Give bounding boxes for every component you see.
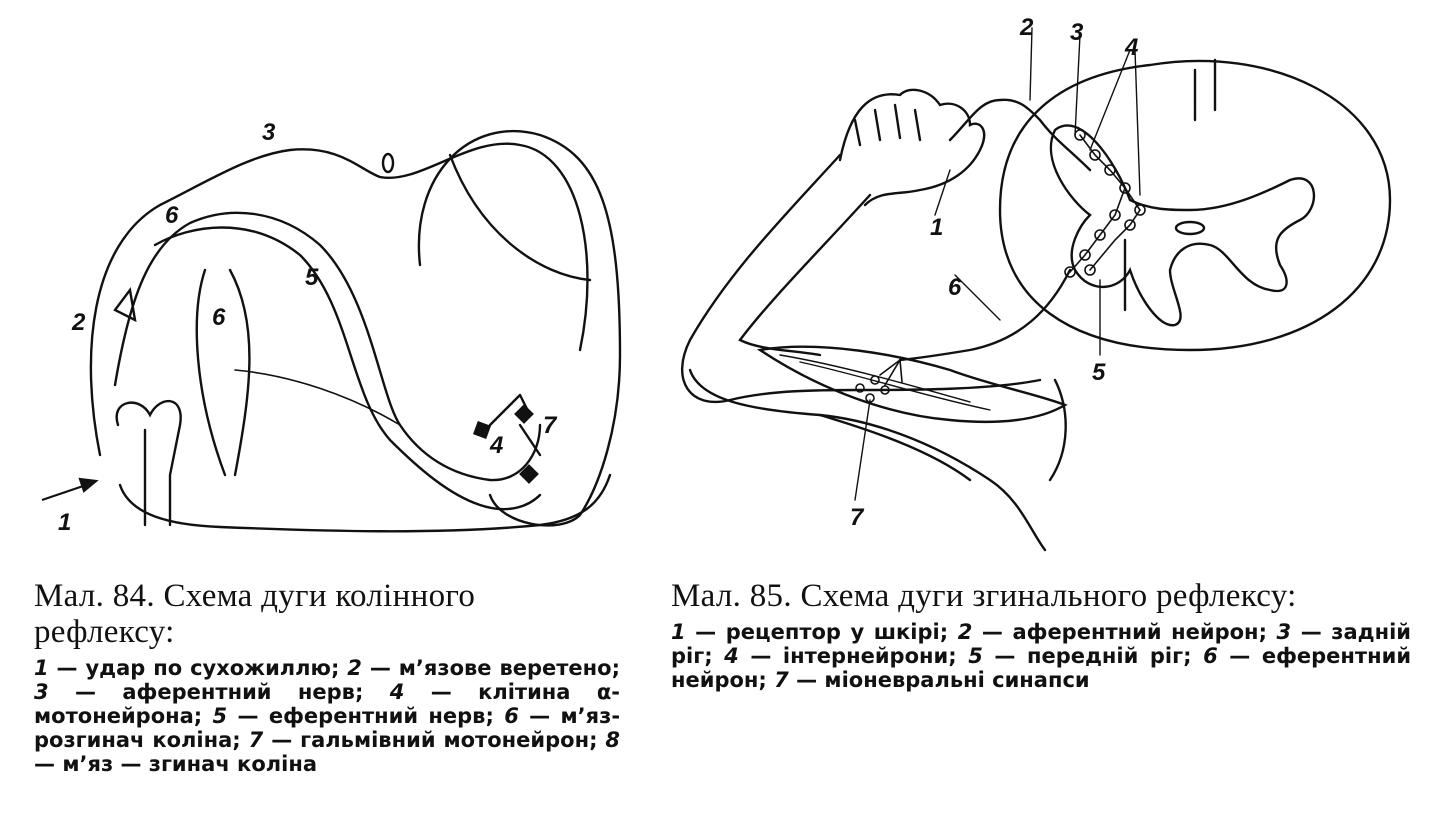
upper-arm-contour xyxy=(688,368,1047,552)
interneurons-4 xyxy=(1064,129,1146,278)
fig84-caption-title: Мал. 84. Схема дуги колінного рефлексу: xyxy=(34,578,620,650)
leg-lower-contour xyxy=(118,473,612,533)
legend-text: задній ріг; xyxy=(671,620,1412,668)
fig85-caption-prefix: Мал. 85. xyxy=(671,578,792,614)
extensor-muscle-6 xyxy=(195,268,251,477)
knee-reflex-diagram: 1 2 3 4 5 6 6 7 xyxy=(20,95,640,565)
fig84-label-6-muscle: 6 xyxy=(212,304,226,331)
legend-num: 2 xyxy=(347,656,362,680)
fig84-label-2: 2 xyxy=(71,309,86,336)
legend-text: аферентний нерв; xyxy=(122,680,364,704)
fig84-label-1: 1 xyxy=(58,509,71,536)
inhibitory-motoneuron-7a xyxy=(514,404,534,424)
legend-num: 2 xyxy=(957,620,973,644)
legend-text: передній ріг; xyxy=(1026,644,1192,668)
legend-num: 7 xyxy=(774,668,789,692)
legend-text: аферентний нейрон; xyxy=(1012,620,1267,644)
biceps-muscle xyxy=(756,345,1068,424)
legend-num: 6 xyxy=(1203,644,1218,668)
hand-contour xyxy=(838,88,986,207)
legend-text: м’яз — згинач коліна xyxy=(62,752,317,776)
fig85-caption: Мал. 85. Схема дуги згинального рефлексу… xyxy=(671,578,1411,692)
fig85-label-3: 3 xyxy=(1070,19,1084,46)
legend-text: еферентний нейрон; xyxy=(671,644,1412,692)
muscle-spindle-2 xyxy=(113,287,137,323)
fig84-label-5: 5 xyxy=(305,264,319,291)
fig84-caption: Мал. 84. Схема дуги колінного рефлексу: … xyxy=(34,578,620,776)
legend-num: 6 xyxy=(504,704,519,728)
knee-joint xyxy=(115,399,182,527)
flexion-reflex-diagram: 1 2 3 4 5 6 7 xyxy=(670,10,1420,560)
leg-inner-contour xyxy=(113,211,542,482)
legend-text: клітина α-мотонейрона; xyxy=(34,680,620,728)
legend-num: 4 xyxy=(724,644,739,668)
legend-text: гальмівний мотонейрон; xyxy=(300,728,598,752)
myoneural-synapses-7 xyxy=(855,375,890,403)
legend-num: 3 xyxy=(34,680,49,704)
fig85-caption-title: Мал. 85. Схема дуги згинального рефлексу… xyxy=(671,578,1411,614)
afferent-nerve-3 xyxy=(89,142,589,457)
fig85-label-7: 7 xyxy=(850,504,865,531)
inhibitory-motoneuron-7b xyxy=(519,464,539,484)
upper-arm-lower xyxy=(818,378,1067,482)
fig84-label-4: 4 xyxy=(489,432,503,459)
forearm-inner xyxy=(738,193,872,357)
fig85-label-4: 4 xyxy=(1124,34,1138,61)
legend-text: інтернейрони; xyxy=(782,644,957,668)
knee-reflex-svg: 1 2 3 4 5 6 6 7 xyxy=(41,119,622,536)
fig84-label-7: 7 xyxy=(543,412,558,439)
fig85-label-1: 1 xyxy=(930,214,943,241)
fig85-caption-text: Схема дуги згинального рефлексу: xyxy=(800,578,1297,614)
legend-num: 8 xyxy=(605,728,621,752)
efferent-nerve-5 xyxy=(153,226,542,511)
fig85-label-6: 6 xyxy=(948,274,962,301)
spinal-cord-segment xyxy=(417,129,622,527)
legend-text: м’яз-розгинач коліна; xyxy=(34,704,621,752)
efferent-neuron-6 xyxy=(898,268,1072,362)
legend-text: еферентний нерв; xyxy=(268,704,494,728)
spinal-cord-section xyxy=(998,59,1392,352)
fig85-label-5: 5 xyxy=(1092,359,1106,386)
fig84-caption-text: Схема дуги колінного рефлексу: xyxy=(34,578,476,650)
fig84-label-6-top: 6 xyxy=(165,202,179,229)
fig84-legend: 1 — удар по сухожиллю; 2 — м’язове верет… xyxy=(34,656,621,776)
legend-num: 3 xyxy=(1276,620,1292,644)
legend-text: удар по сухожиллю; xyxy=(85,656,340,680)
legend-text: міоневральні синапси xyxy=(824,668,1090,692)
fig84-label-3: 3 xyxy=(262,119,276,146)
legend-num: 4 xyxy=(389,680,405,704)
legend-text: рецептор у шкірі; xyxy=(725,620,949,644)
afferent-neuron-2 xyxy=(948,98,1092,172)
forearm-contour xyxy=(680,153,1042,404)
legend-num: 5 xyxy=(212,704,228,728)
legend-text: м’язове веретено; xyxy=(398,656,621,680)
alpha-motoneuron-4 xyxy=(473,421,491,439)
legend-num: 5 xyxy=(968,644,983,668)
fig85-legend: 1 — рецептор у шкірі; 2 — аферентний ней… xyxy=(671,620,1412,692)
legend-num: 1 xyxy=(671,620,686,644)
central-canal xyxy=(1174,220,1206,236)
hammer-arrow-1 xyxy=(41,477,99,502)
fig85-label-2: 2 xyxy=(1019,14,1034,41)
legend-num: 7 xyxy=(248,728,264,752)
legend-num: 1 xyxy=(34,656,49,680)
flexion-reflex-svg: 1 2 3 4 5 6 7 xyxy=(680,14,1392,552)
fig84-caption-prefix: Мал. 84. xyxy=(34,578,155,614)
